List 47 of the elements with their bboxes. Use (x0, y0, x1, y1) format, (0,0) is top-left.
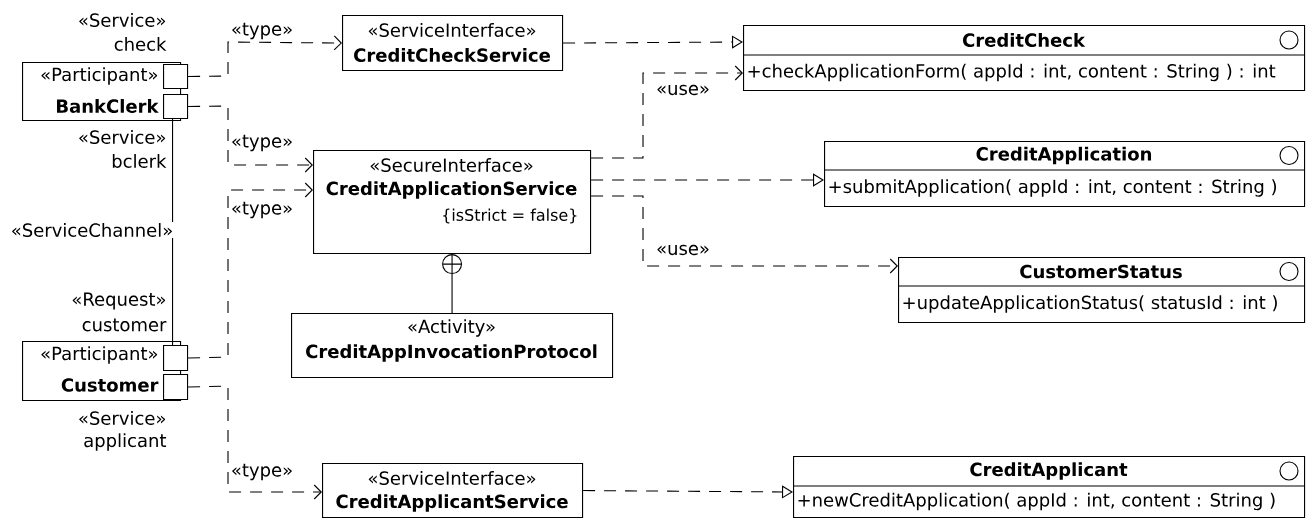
edge-label: «type» (229, 133, 295, 153)
port-label: check (114, 37, 167, 51)
port-label: «Request» (72, 292, 166, 310)
stereotype-label: «SecureInterface» (370, 158, 533, 172)
dependency-arrow (590, 173, 824, 187)
class-name: CreditCheck (963, 33, 1086, 47)
operation-label: +submitApplication( appId : int, content : String ) (829, 179, 1277, 197)
edge-label: «ServiceChannel» (9, 222, 175, 238)
port-label: «Service» (79, 411, 166, 425)
dependency-arrow (590, 195, 898, 274)
operation-label: +newCreditApplication( appId : int, content : String ) (798, 492, 1275, 511)
dependency-arrow (187, 385, 322, 500)
stereotype-label: «Activity» (408, 319, 495, 337)
edge-label: «use» (655, 243, 711, 257)
class-name: CreditAppInvocationProtocol (306, 344, 597, 362)
stereotype-label: «ServiceInterface» (368, 471, 536, 485)
class-name: CreditApplicant (970, 462, 1128, 480)
port-label: customer (82, 318, 167, 332)
class-name: CreditApplicantService (336, 494, 568, 512)
port-label: «Service» (79, 13, 166, 27)
class-name: CreditApplication (976, 146, 1152, 165)
port-label: bclerk (112, 154, 167, 168)
dependency-arrow (187, 105, 313, 173)
port-label: applicant (84, 433, 167, 451)
operation-label: +updateApplicationStatus( statusId : int ) (903, 295, 1277, 313)
class-name: CreditApplicationService (326, 181, 577, 199)
connector-line (172, 118, 174, 346)
edge-label: «type» (229, 21, 295, 41)
port-label: «Service» (79, 130, 166, 144)
edge-label: «use» (655, 83, 711, 97)
edge-label: «type» (229, 200, 295, 220)
dependency-arrow (590, 65, 743, 159)
stereotype-label: «Participant» (41, 346, 158, 364)
constraint-label: {isStrict = false} (443, 208, 577, 224)
stereotype-label: «ServiceInterface» (368, 23, 536, 37)
class-name: CustomerStatus (1020, 264, 1182, 279)
class-name: CreditCheckService (354, 48, 550, 62)
class-name: Customer (61, 378, 159, 392)
dependency-arrow (582, 485, 793, 499)
stereotype-label: «Participant» (41, 67, 158, 85)
dependency-arrow (187, 182, 313, 359)
containment-line (442, 254, 463, 314)
class-name: BankClerk (57, 99, 159, 113)
dependency-arrow (187, 35, 342, 78)
operation-label: +checkApplicationForm( appId : int, content : String ) : int (748, 63, 1276, 82)
dependency-arrow (562, 35, 743, 49)
edge-label: «type» (229, 462, 295, 482)
